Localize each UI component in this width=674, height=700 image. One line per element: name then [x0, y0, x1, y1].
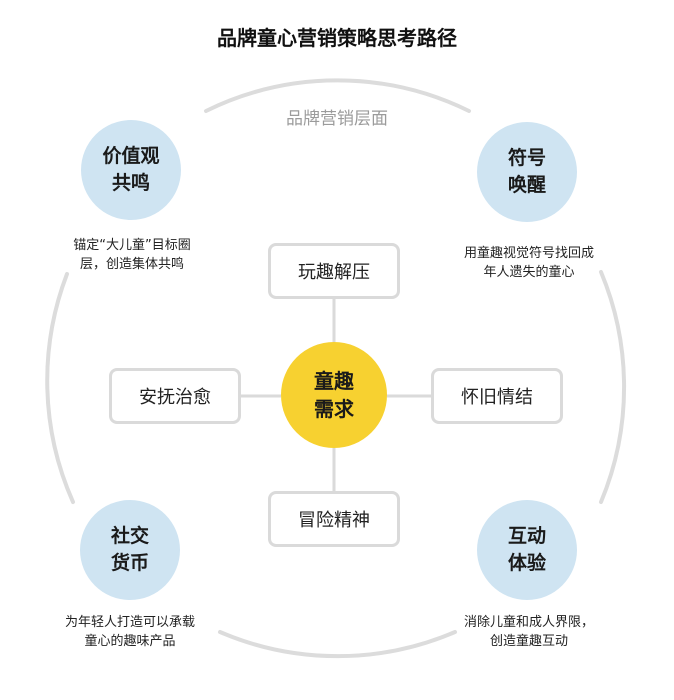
center-circle: 童趣 需求	[281, 342, 387, 448]
corner-desc-values: 锚定“大儿童”目标圈层，创造集体共鸣	[73, 238, 191, 272]
box-right: 怀旧情结	[431, 368, 563, 424]
corner-label-interaction: 互动 体验	[507, 525, 546, 574]
corner-circle-interaction: 互动 体验	[477, 500, 577, 600]
ring-arc-left	[45, 272, 75, 504]
ring-arc-bottom	[218, 630, 457, 659]
corner-circle-social: 社交 货币	[80, 500, 180, 600]
corner-desc-symbol: 用童趣视觉符号找回成年人遗失的童心	[463, 246, 594, 280]
diagram-title: 品牌童心营销策略思考路径	[217, 26, 457, 50]
corner-circle-symbol: 符号 唤醒	[477, 122, 577, 222]
center-label: 童趣 需求	[314, 369, 354, 421]
box-top: 玩趣解压	[268, 243, 400, 299]
ring-arc-right	[599, 270, 627, 504]
ring-arc-top	[204, 78, 471, 113]
corner-circle-values: 价值观 共鸣	[81, 120, 181, 220]
box-bottom: 冒险精神	[268, 491, 400, 547]
corner-label-values: 价值观 共鸣	[102, 145, 160, 194]
box-left: 安抚治愈	[109, 368, 241, 424]
ring-label: 品牌营销层面	[286, 109, 388, 129]
corner-label-symbol: 符号 唤醒	[507, 147, 546, 196]
corner-label-social: 社交 货币	[110, 525, 149, 574]
corner-desc-interaction: 消除儿童和成人界限，创造童趣互动	[463, 615, 594, 649]
corner-desc-social: 为年轻人打造可以承载童心的趣味产品	[64, 615, 195, 649]
